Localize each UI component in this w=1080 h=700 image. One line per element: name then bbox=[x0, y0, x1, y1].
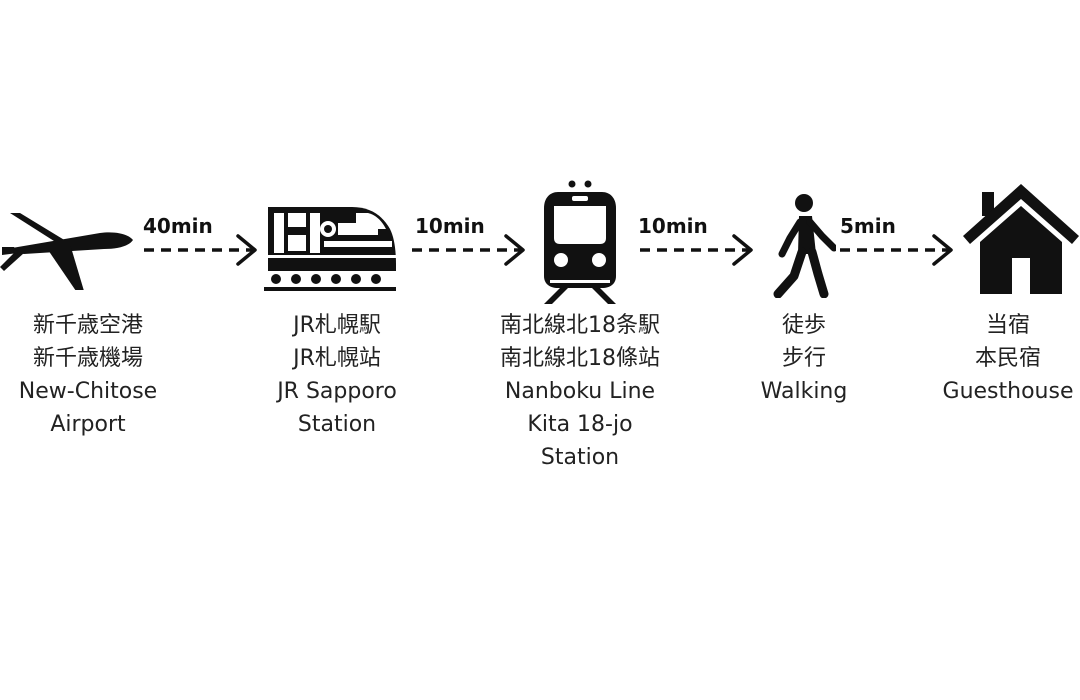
arrow-airport-to-jr bbox=[142, 232, 262, 272]
label-line: Kita 18-jo bbox=[527, 412, 633, 437]
stop-label-guesthouse: 当宿 本民宿 Guesthouse bbox=[936, 309, 1080, 408]
label-line: JR Sapporo bbox=[277, 379, 397, 404]
label-line: 新千歳空港 bbox=[32, 313, 143, 338]
label-line: 当宿 bbox=[985, 313, 1030, 338]
jr-train-icon bbox=[264, 205, 400, 293]
stop-label-kita18jo: 南北線北18条駅 南北線北18條站 Nanboku Line Kita 18-j… bbox=[488, 309, 672, 474]
label-line: Walking bbox=[760, 379, 848, 404]
label-line: 南北線北18條站 bbox=[500, 346, 660, 371]
duration-subway-to-walking: 10min bbox=[638, 214, 708, 238]
label-line: JR札幌駅 bbox=[293, 313, 381, 338]
label-line: 新千歳機場 bbox=[32, 346, 143, 371]
duration-walking-to-house: 5min bbox=[840, 214, 896, 238]
label-line: 南北線北18条駅 bbox=[500, 313, 660, 338]
label-line: 本民宿 bbox=[974, 346, 1041, 371]
arrow-jr-to-subway bbox=[410, 232, 530, 272]
duration-airport-to-jr: 40min bbox=[143, 214, 213, 238]
subway-icon bbox=[542, 180, 618, 304]
label-line: Station bbox=[297, 412, 377, 437]
label-line: 步行 bbox=[781, 346, 826, 371]
duration-jr-to-subway: 10min bbox=[415, 214, 485, 238]
label-line: JR札幌站 bbox=[293, 346, 381, 371]
walking-person-icon bbox=[772, 192, 836, 298]
house-icon bbox=[962, 184, 1080, 296]
stop-label-walking: 徒歩 步行 Walking bbox=[744, 309, 864, 408]
label-line: 徒歩 bbox=[781, 313, 826, 338]
stop-label-jr-sapporo: JR札幌駅 JR札幌站 JR Sapporo Station bbox=[252, 309, 422, 441]
label-line: Guesthouse bbox=[942, 379, 1074, 404]
arrow-subway-to-walking bbox=[638, 232, 758, 272]
airplane-icon bbox=[0, 205, 136, 290]
label-line: New-Chitose bbox=[18, 379, 158, 404]
label-line: Airport bbox=[50, 412, 126, 437]
label-line: Nanboku Line bbox=[504, 379, 656, 404]
arrow-walking-to-house bbox=[838, 232, 958, 272]
label-line: Station bbox=[540, 445, 620, 470]
stop-label-airport: 新千歳空港 新千歳機場 New-Chitose Airport bbox=[0, 309, 176, 441]
